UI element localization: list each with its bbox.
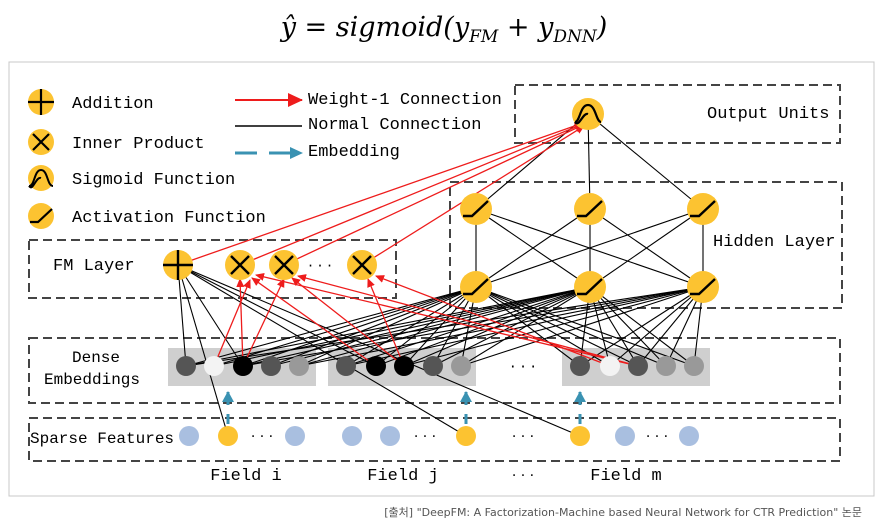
output-sigmoid-node [572,98,604,130]
hidden-nodes [460,193,719,303]
sparse-ellipsis-i: · · · [251,429,273,445]
activation-icon [28,203,54,229]
dense-embeddings-box [28,337,841,404]
fm-inner-product-node-2 [269,250,299,280]
dense-embeddings-label-line2: Embeddings [44,371,140,389]
field-i-label: Field i [210,467,281,486]
legend-activation-label: Activation Function [72,209,266,228]
hidden-node-bottom-1 [460,271,492,303]
hidden-node-top-3 [687,193,719,225]
hidden-node-bottom-2 [574,271,606,303]
field-j-label: Field j [367,467,438,486]
sparse-nodes [179,426,699,446]
layer-boxes [28,84,843,462]
legend-sigmoid-label: Sigmoid Function [72,171,235,190]
normal-connections [177,113,704,437]
formula: ŷ = sigmoid(yFM + yDNN) [280,12,608,47]
field-ellipsis: · · · [512,468,534,484]
fm-ellipsis: · · · [308,257,332,275]
addition-icon [28,89,54,115]
fm-layer-box [28,239,397,299]
fm-addition-node [163,250,193,280]
sparse-features-box [28,417,841,462]
output-units-label: Output Units [707,105,829,124]
weight1-connections [177,121,639,367]
legend-weight1-label: Weight-1 Connection [308,91,502,110]
hidden-node-top-2 [574,193,606,225]
sigmoid-icon [28,165,54,191]
fm-inner-product-node-3 [347,250,377,280]
field-m-label: Field m [590,467,661,486]
dense-embeddings-label-line1: Dense [72,349,120,367]
source-caption: [출처] "DeepFM: A Factorization-Machine ba… [384,506,862,519]
legend-embedding-label: Embedding [308,143,400,162]
legend-addition-label: Addition [72,95,154,114]
hidden-node-top-1 [460,193,492,225]
hidden-node-bottom-3 [687,271,719,303]
legend-normal-label: Normal Connection [308,116,481,135]
hidden-layer-box [449,181,843,309]
dense-ellipsis: · · · [510,357,535,376]
embedding-arrows [222,391,586,424]
diagram-frame [8,61,875,497]
sparse-ellipsis-m: · · · [646,429,668,445]
legend-inner-product-label: Inner Product [72,135,205,154]
inner-product-icon [28,129,54,155]
sparse-features-label: Sparse Features [30,430,174,448]
fm-inner-product-node-1 [225,250,255,280]
dense-nodes [176,356,704,376]
hidden-layer-label: Hidden Layer [713,233,835,252]
sparse-ellipsis-j: · · · [414,429,436,445]
fm-layer-label: FM Layer [53,257,135,276]
output-units-box [514,84,841,144]
legend: Addition Inner Product Sigmoid Function … [28,89,502,229]
sparse-ellipsis-between: · · · [512,429,534,445]
